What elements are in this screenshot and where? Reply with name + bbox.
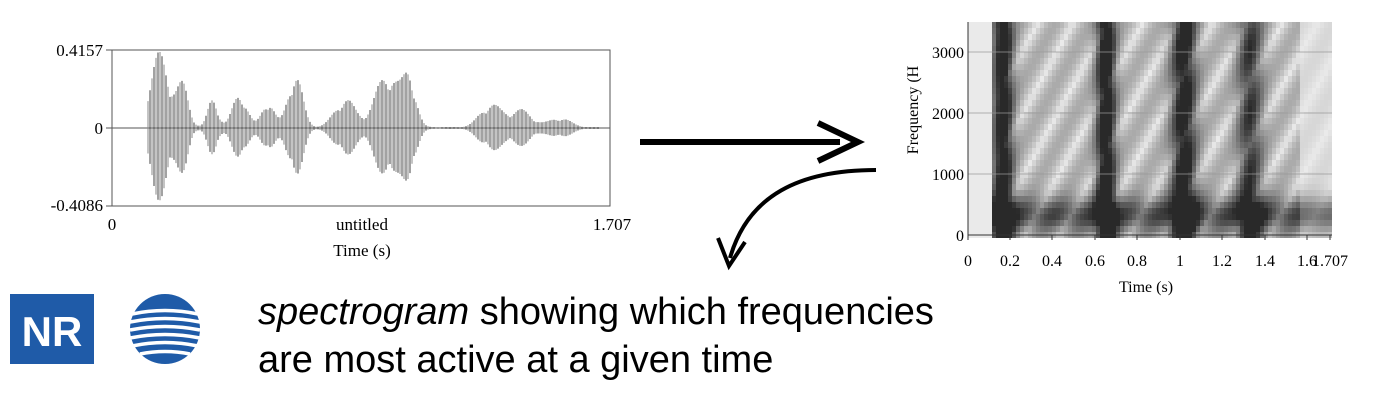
spectrogram-x-tick: 1.2: [1212, 253, 1232, 270]
spectrogram-x-tick: 0: [964, 253, 972, 270]
curved-arrow: [716, 168, 877, 271]
globe-icon: [129, 294, 201, 364]
spectrogram-y-axis-label: Frequency (H: [905, 65, 922, 154]
waveform-panel: 0.4157 0 -0.4086 0 untitled 1.707 Time (…: [51, 41, 632, 260]
spectrogram-y-tick-0: 0: [956, 228, 964, 245]
waveform-y-max-label: 0.4157: [56, 41, 103, 60]
spectrogram-x-tick: 1.4: [1255, 253, 1275, 270]
spectrogram-y-tick-2000: 2000: [932, 106, 964, 123]
waveform-signal: [147, 52, 599, 201]
spectrogram-y-tick-3000: 3000: [932, 45, 964, 62]
spectrogram-x-tick: 0.4: [1042, 253, 1062, 270]
spectrogram-x-tick: 0.6: [1085, 253, 1105, 270]
nr-logo-box: [10, 294, 94, 364]
spectrogram-gridlines: [968, 51, 1332, 175]
right-arrow: [640, 120, 865, 164]
waveform-title: untitled: [336, 215, 388, 234]
spectrogram-x-tick: 0.2: [1000, 253, 1020, 270]
spectrogram-panel: 3000 2000 1000 0 Frequency (H 0 0.2 0.4 0.6…: [905, 22, 1348, 296]
spectrogram-x-ticks: 0 0.2 0.4 0.6 0.8 1 1.2 1.4 1.61.707: [964, 235, 1348, 270]
waveform-x-axis-label: Time (s): [333, 241, 390, 260]
spectrogram-x-tick: 1.707: [1312, 253, 1348, 270]
waveform-y-zero-label: 0: [95, 119, 104, 138]
spectrogram-x-axis-label: Time (s): [1119, 279, 1173, 296]
caption: spectrogram showing which frequencies ar…: [258, 288, 934, 384]
nr-logo-text: NR: [22, 308, 83, 355]
spectrogram-x-tick: 1.6: [1297, 253, 1317, 270]
caption-line-2: are most active at a given time: [258, 339, 774, 381]
spectrogram-x-tick: 1: [1176, 253, 1184, 270]
caption-line-1: spectrogram showing which frequencies: [258, 288, 934, 336]
spectrogram-y-tick-1000: 1000: [932, 167, 964, 184]
caption-emphasis: spectrogram: [258, 291, 470, 333]
waveform-x-end-label: 1.707: [593, 215, 632, 234]
waveform-y-min-label: -0.4086: [51, 196, 103, 215]
caption-line-1-rest: showing which frequencies: [469, 291, 934, 333]
nr-logo: NR: [10, 294, 201, 364]
spectrogram-image: [968, 22, 1332, 238]
spectrogram-x-tick: 0.8: [1127, 253, 1147, 270]
waveform-x-start-label: 0: [108, 215, 117, 234]
